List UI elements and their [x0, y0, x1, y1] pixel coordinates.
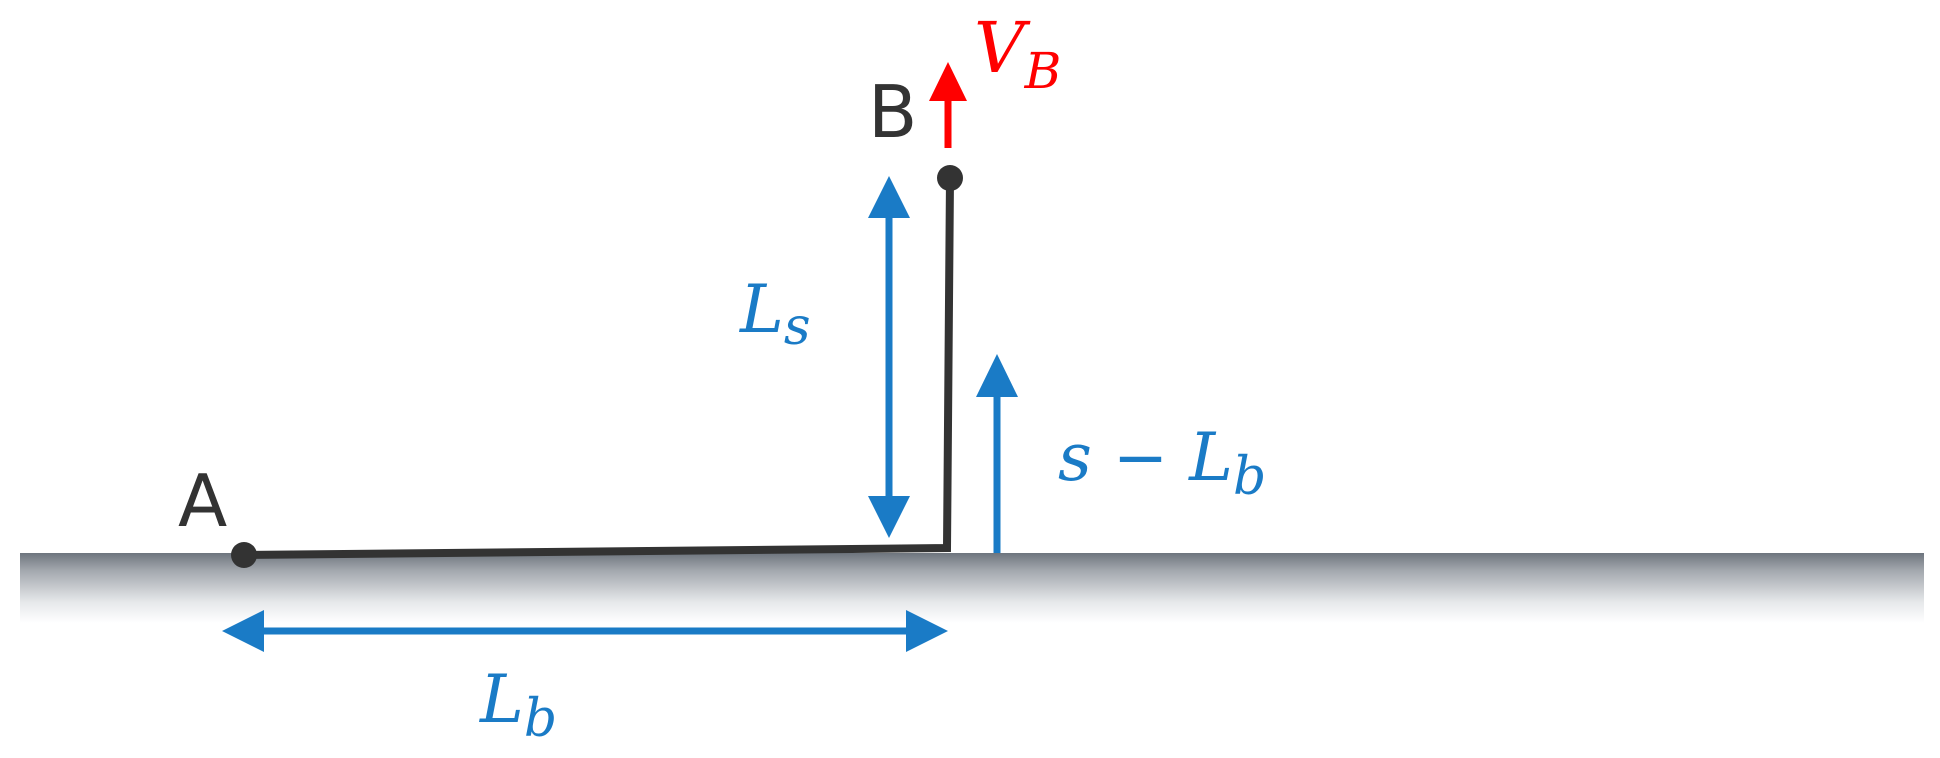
point-b-label: B [868, 70, 917, 154]
ground [20, 553, 1924, 623]
base-length-arrow [222, 610, 948, 652]
point-a-label: A [178, 459, 227, 543]
velocity-arrow [929, 62, 967, 148]
base-length-label: Lb [479, 661, 557, 749]
velocity-label: VB [974, 7, 1061, 100]
stand-length-arrow [868, 176, 910, 538]
point-b-dot [937, 165, 963, 191]
offset-arrow [976, 354, 1018, 553]
point-a-dot [231, 542, 257, 568]
offset-label: s − Lb [1058, 419, 1266, 507]
rope [243, 177, 954, 559]
stand-length-label: Ls [739, 271, 811, 357]
